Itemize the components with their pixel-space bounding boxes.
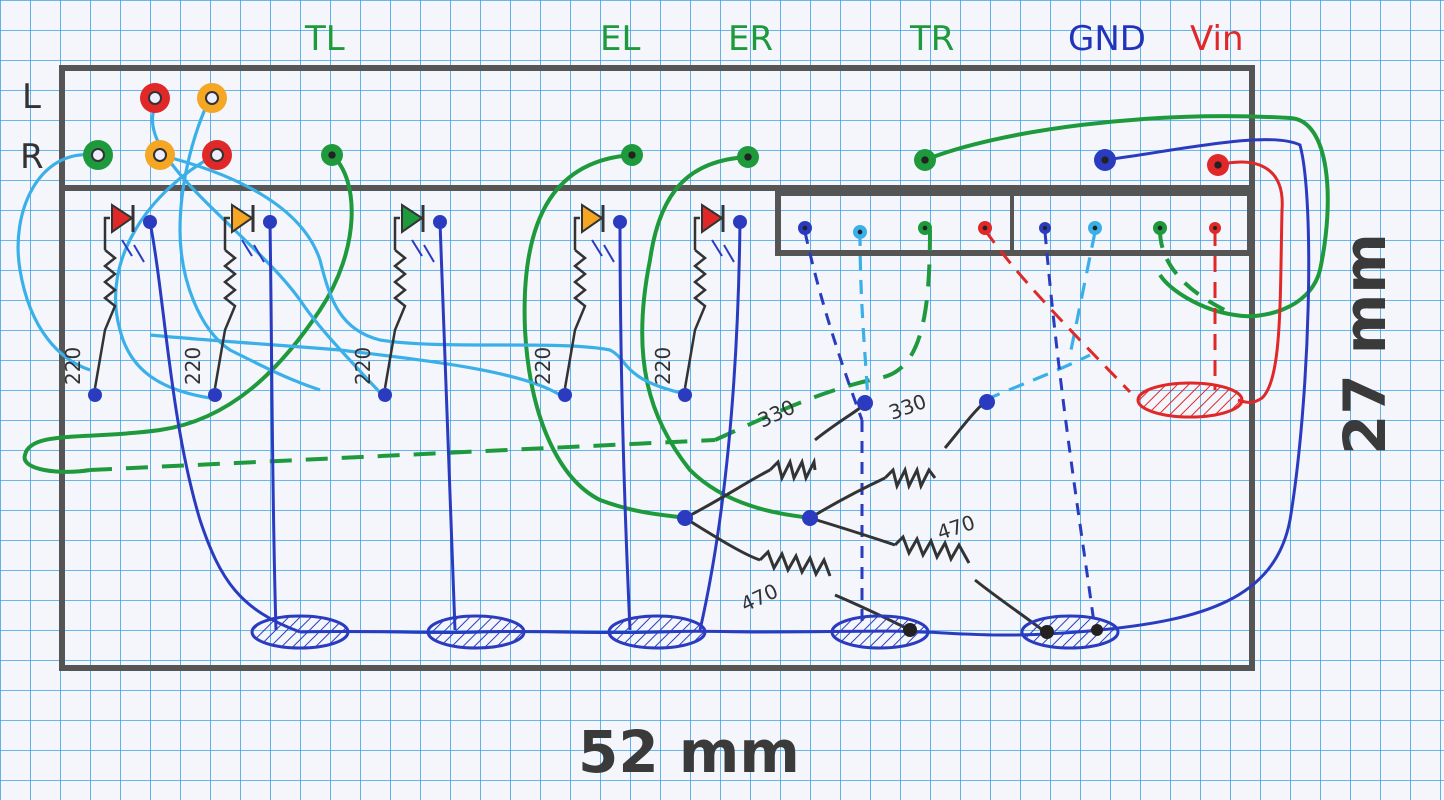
pad-icon-tl-hole <box>328 151 336 159</box>
resistor-pad-4 <box>558 388 572 402</box>
led-icon-2 <box>231 203 265 263</box>
pad-icon-vin-hole <box>1214 161 1222 169</box>
pad-icon-sub-6-hole <box>1092 225 1098 231</box>
label-tl: TL <box>304 19 345 59</box>
label-gnd: GND <box>1068 19 1146 59</box>
pad-icon-sub-7-hole <box>1157 225 1163 231</box>
resistor-label-220-5: 220 <box>651 347 675 385</box>
resistor-pad-1 <box>88 388 102 402</box>
resistor-label-220-1: 220 <box>61 347 85 385</box>
resistor-icon-3 <box>383 249 408 389</box>
ground-pad-icon-1 <box>250 614 350 650</box>
led-pad-cathode-4 <box>613 215 627 229</box>
led-icon-4 <box>581 203 615 263</box>
green-wires <box>22 114 1330 520</box>
label-er: ER <box>728 19 773 59</box>
pad-icon-sub-4-hole <box>982 225 988 231</box>
dimension-width: 52 mm <box>578 718 800 786</box>
led-column-5: 220 <box>651 203 747 402</box>
resistor-icon-divider-3 <box>758 549 832 578</box>
ground-pad-icon-2 <box>426 614 526 650</box>
led-column-3: 220 <box>351 203 447 402</box>
pad-icon-sub-3-hole <box>922 225 928 231</box>
pad-icon-sub-2-hole <box>857 229 863 235</box>
led-icon-1 <box>111 203 145 263</box>
resistor-pad-5 <box>678 388 692 402</box>
resistor-icon-5 <box>683 249 708 389</box>
pad-icon-er-hole <box>744 153 752 161</box>
led-pad-cathode-2 <box>263 215 277 229</box>
led-column-4: 220 <box>531 203 627 402</box>
led-pad-cathode-5 <box>733 215 747 229</box>
top-pads <box>321 144 1229 239</box>
pad-icon-sub-8-hole <box>1213 226 1217 230</box>
pad-icon-l-1 <box>140 83 170 113</box>
pad-icon-l-2 <box>197 83 227 113</box>
led-icon-3 <box>401 203 435 263</box>
ground-pad-icon-3 <box>607 614 707 650</box>
label-tr: TR <box>909 19 954 59</box>
pad-icon-tr-hole <box>921 156 929 164</box>
resistor-icon-4 <box>563 249 588 389</box>
ground-pad-icon-5 <box>1020 614 1120 650</box>
resistor-label-220-2: 220 <box>181 347 205 385</box>
label-row-l: L <box>22 77 41 117</box>
pad-icon-sub-5-hole <box>1043 226 1047 230</box>
resistor-icon-divider-1 <box>768 456 817 483</box>
led-column-2: 220 <box>181 203 277 402</box>
resistor-icon-divider-2 <box>883 465 937 491</box>
ground-pad-icon-4 <box>830 614 930 650</box>
dimension-height: 27 mm <box>1331 233 1399 455</box>
led-column-1: 220 <box>61 203 157 402</box>
header-pads <box>83 83 232 170</box>
resistor-icon-divider-4 <box>893 534 971 564</box>
led-pad-cathode-3 <box>433 215 447 229</box>
pad-icon-r-3 <box>202 140 232 170</box>
divider-wires <box>684 400 1046 634</box>
led-icon-5 <box>701 203 735 263</box>
board-outline <box>59 65 1255 671</box>
junctions <box>677 394 1103 639</box>
resistor-label-220-4: 220 <box>531 347 555 385</box>
pad-icon-gnd-hole <box>1101 156 1109 164</box>
label-row-r: R <box>20 137 44 177</box>
label-el: EL <box>600 19 640 59</box>
red-wires <box>983 160 1284 404</box>
ground-pad-icon-vin <box>1136 381 1244 419</box>
led-pad-cathode-1 <box>143 215 157 229</box>
pad-icon-r-2 <box>145 140 175 170</box>
ground-pads <box>250 614 1120 650</box>
pad-icon-sub-1-hole <box>802 225 808 231</box>
resistor-pad-3 <box>378 388 392 402</box>
led-columns: 220 220 220 220 220 <box>61 203 747 402</box>
pad-icon-el-hole <box>628 151 636 159</box>
resistor-icon-1 <box>93 249 118 389</box>
resistor-label-220-3: 220 <box>351 347 375 385</box>
resistor-icon-2 <box>213 249 238 389</box>
label-vin: Vin <box>1190 19 1244 59</box>
resistor-pad-2 <box>208 388 222 402</box>
pad-icon-r-1 <box>83 140 113 170</box>
